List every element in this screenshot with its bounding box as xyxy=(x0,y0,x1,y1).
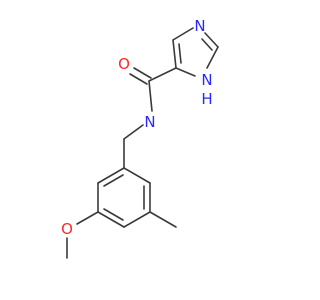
bond-imid-c5-c4-inner xyxy=(178,43,182,64)
bond-ar-c4-c5 xyxy=(123,211,151,228)
bond-ar-c1-c2 xyxy=(97,167,125,184)
bonds xyxy=(66,27,219,259)
atom-labels: O N N N H O xyxy=(61,17,213,238)
bond-carbonyl-c-o-2 xyxy=(129,73,148,85)
molecule-structure: O N N N H O xyxy=(61,17,219,259)
bond-imid-n1-c5 xyxy=(175,67,196,77)
bond-imid-c2-n1 xyxy=(206,46,219,69)
imidazole-n3-label: N xyxy=(194,17,205,35)
bond-carbonyl-c-imidazole-c5 xyxy=(148,67,177,82)
imidazole-n1-label: N xyxy=(201,71,212,89)
bond-imid-n3-c2-inner xyxy=(201,38,213,51)
imidazole-n1-hydrogen-label: H xyxy=(201,90,212,108)
bond-amide-n-ch2 xyxy=(123,124,144,140)
bond-ar-c3-o xyxy=(76,211,99,225)
bond-imid-c4-n3 xyxy=(172,27,194,41)
bond-ar-c5-methyl xyxy=(149,211,177,228)
bond-carbonyl-c-amide-n xyxy=(148,80,153,112)
carbonyl-oxygen-label: O xyxy=(118,55,130,73)
bond-ar-c1-c2-inner xyxy=(103,174,124,187)
bond-imid-n3-c2 xyxy=(204,32,219,48)
bond-ar-c3-c4 xyxy=(97,211,125,228)
ether-oxygen-label: O xyxy=(61,220,73,238)
bond-carbonyl-c-o-1 xyxy=(133,67,152,79)
bond-imid-c5-c4 xyxy=(172,39,177,69)
amide-nitrogen-label: N xyxy=(144,113,155,131)
bond-ar-c3-c4-inner xyxy=(103,208,124,221)
bond-ar-c6-c1 xyxy=(123,167,151,184)
